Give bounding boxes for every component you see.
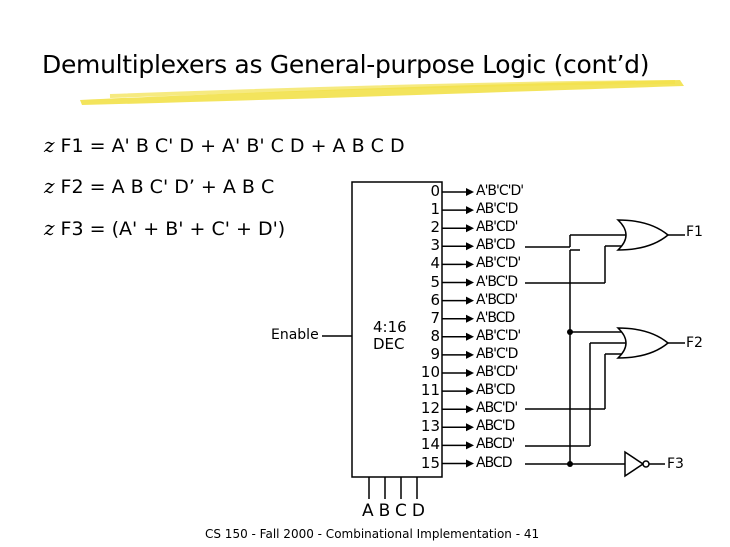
output-label-f3: F3 — [667, 456, 684, 472]
inverter-bubble — [642, 460, 650, 468]
minterm-label: A'BCD' — [476, 291, 518, 308]
output-arrow-head — [466, 296, 474, 305]
decoder-output-number: 4 — [430, 254, 440, 273]
output-label-f2: F2 — [686, 335, 703, 351]
output-arrow-head — [466, 188, 474, 196]
output-arrow-head — [466, 242, 474, 251]
output-arrow-head — [466, 206, 474, 215]
select-lines — [368, 477, 418, 499]
decoder-output-number: 13 — [420, 417, 440, 436]
output-arrow-head — [466, 369, 474, 377]
minterm-label: AB'CD — [476, 237, 516, 254]
minterm-label: A'B'C'D' — [476, 183, 524, 199]
decoder-output-number: 8 — [430, 326, 440, 345]
minterm-label: ABC'D' — [476, 400, 518, 417]
decoder-output-number: 6 — [430, 290, 440, 309]
minterm-label: AB'C'D' — [476, 327, 521, 344]
decoder-label-type: DEC — [373, 335, 405, 353]
decoder-output-number: 1 — [430, 200, 440, 219]
minterm-label: AB'C'D — [476, 345, 518, 362]
minterm-label: ABC'D — [476, 418, 515, 435]
bullet-mark: z — [44, 174, 55, 198]
decoder-output-number: 15 — [420, 453, 440, 472]
bullet-f1-text: F1 = A' B C' D + A' B' C D + A B C D — [60, 135, 405, 157]
decoder-label-size: 4:16 — [373, 318, 407, 336]
or-gate-f1 — [616, 219, 670, 251]
minterm-label: AB'CD' — [476, 364, 518, 380]
slide-footer: CS 150 - Fall 2000 - Combinational Imple… — [205, 527, 540, 541]
minterm-label: AB'C'D — [476, 201, 518, 218]
minterm-label: A'BC'D — [476, 273, 518, 290]
decoder-output-number: 2 — [430, 218, 440, 237]
output-arrow-head — [466, 314, 474, 323]
minterm-label: AB'CD — [476, 382, 516, 399]
minterm-label: ABCD' — [476, 436, 515, 453]
decoder-box — [351, 181, 443, 478]
inverter-f3 — [624, 450, 645, 478]
minterm-label: A'BCD — [476, 309, 515, 326]
output-arrow-head — [466, 350, 474, 359]
output-arrow-head — [466, 405, 474, 414]
enable-label: Enable — [271, 327, 319, 343]
bullet-f3-text: F3 = (A' + B' + C' + D') — [60, 218, 286, 240]
minterm-label: AB'C'D' — [476, 255, 521, 272]
output-arrow-head — [466, 224, 474, 233]
output-label-f1: F1 — [686, 224, 703, 240]
output-arrow-head — [466, 387, 474, 396]
decoder-output-number: 10 — [420, 363, 440, 381]
wire-junctions — [567, 329, 573, 467]
decoder-output-number: 14 — [420, 435, 440, 454]
bullet-mark: z — [44, 133, 55, 157]
bullet-f2-text: F2 = A B C' D’ + A B C — [60, 176, 275, 198]
decoder-output-number: 12 — [420, 399, 440, 418]
minterm-label: ABCD — [476, 454, 512, 471]
output-arrow-head — [466, 260, 474, 269]
output-arrow-head — [466, 332, 474, 341]
output-arrow-head — [466, 459, 474, 468]
select-input-labels: ABCD — [362, 501, 430, 521]
decoder-output-number: 11 — [420, 381, 440, 400]
output-arrow-head — [466, 423, 474, 432]
minterm-label: AB'CD' — [476, 219, 518, 236]
or-gate-f2 — [616, 327, 670, 359]
decoder-output-number: 9 — [430, 344, 440, 363]
bullet-mark: z — [44, 216, 55, 240]
page-title: Demultiplexers as General-purpose Logic … — [42, 50, 650, 79]
decoder-output-number: 3 — [430, 236, 440, 255]
output-arrow-head — [466, 278, 474, 287]
decoder-output-arrows — [442, 188, 474, 468]
output-arrow-head — [466, 441, 474, 450]
gate-input-wires — [525, 234, 685, 465]
decoder-output-number: 0 — [430, 182, 440, 200]
decoder-output-number: 7 — [430, 308, 440, 327]
decoder-output-number: 5 — [430, 272, 440, 291]
